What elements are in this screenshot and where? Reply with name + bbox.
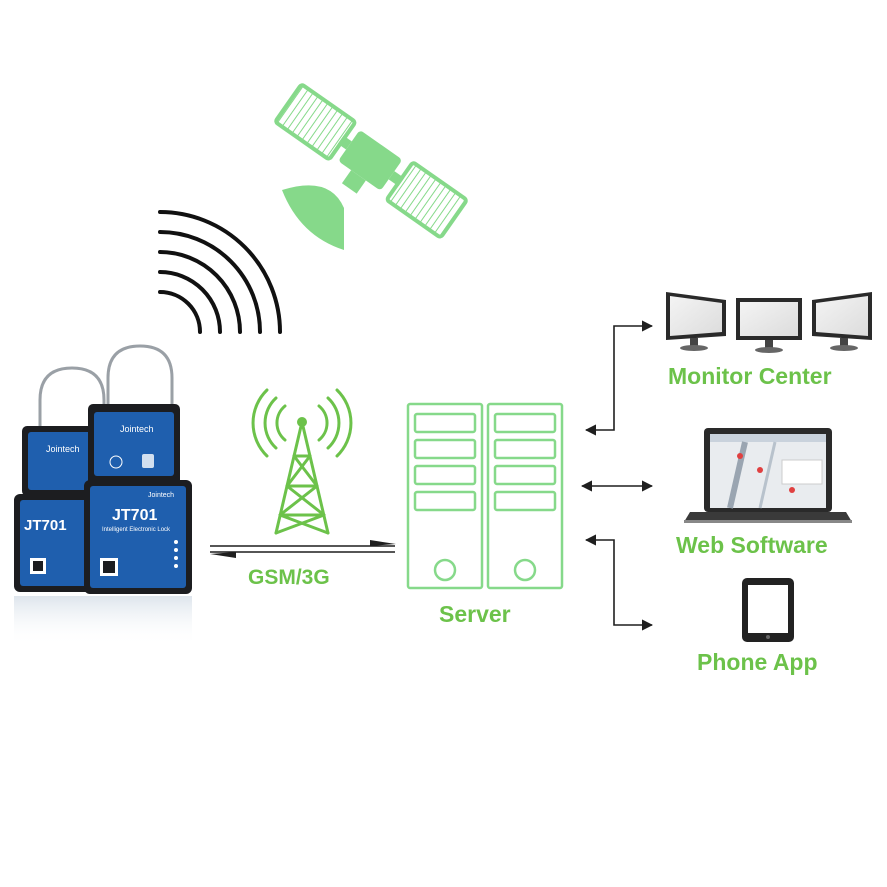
device-brand-front: Jointech [148,492,174,499]
satellite-dish-icon [282,185,344,250]
monitor-center-label: Monitor Center [668,363,832,389]
device-model-front-left: JT701 [24,517,67,534]
server-icon [406,402,564,590]
tablet-icon [742,578,794,642]
device-subtitle-front: Intelligent Electronic Lock [102,527,171,533]
phone-app-label: Phone App [697,649,818,675]
device-model-front: JT701 [112,507,157,524]
laptop-icon [684,428,852,523]
monitor-icon [666,292,872,353]
signal-waves-icon [158,210,282,334]
device-brand-back-left: Jointech [46,444,80,454]
device-brand-back-right: Jointech [120,424,154,434]
gsm-link-arrows [210,540,396,558]
client-connectors [580,320,654,631]
server-label: Server [439,601,511,627]
gsm-label: GSM/3G [248,566,330,589]
electronic-lock-icon: Jointech Jointech JT701 Jointech JT701 I… [14,344,192,646]
cell-tower-icon [251,388,353,535]
web-software-label: Web Software [676,532,828,558]
satellite-icon [274,83,468,239]
